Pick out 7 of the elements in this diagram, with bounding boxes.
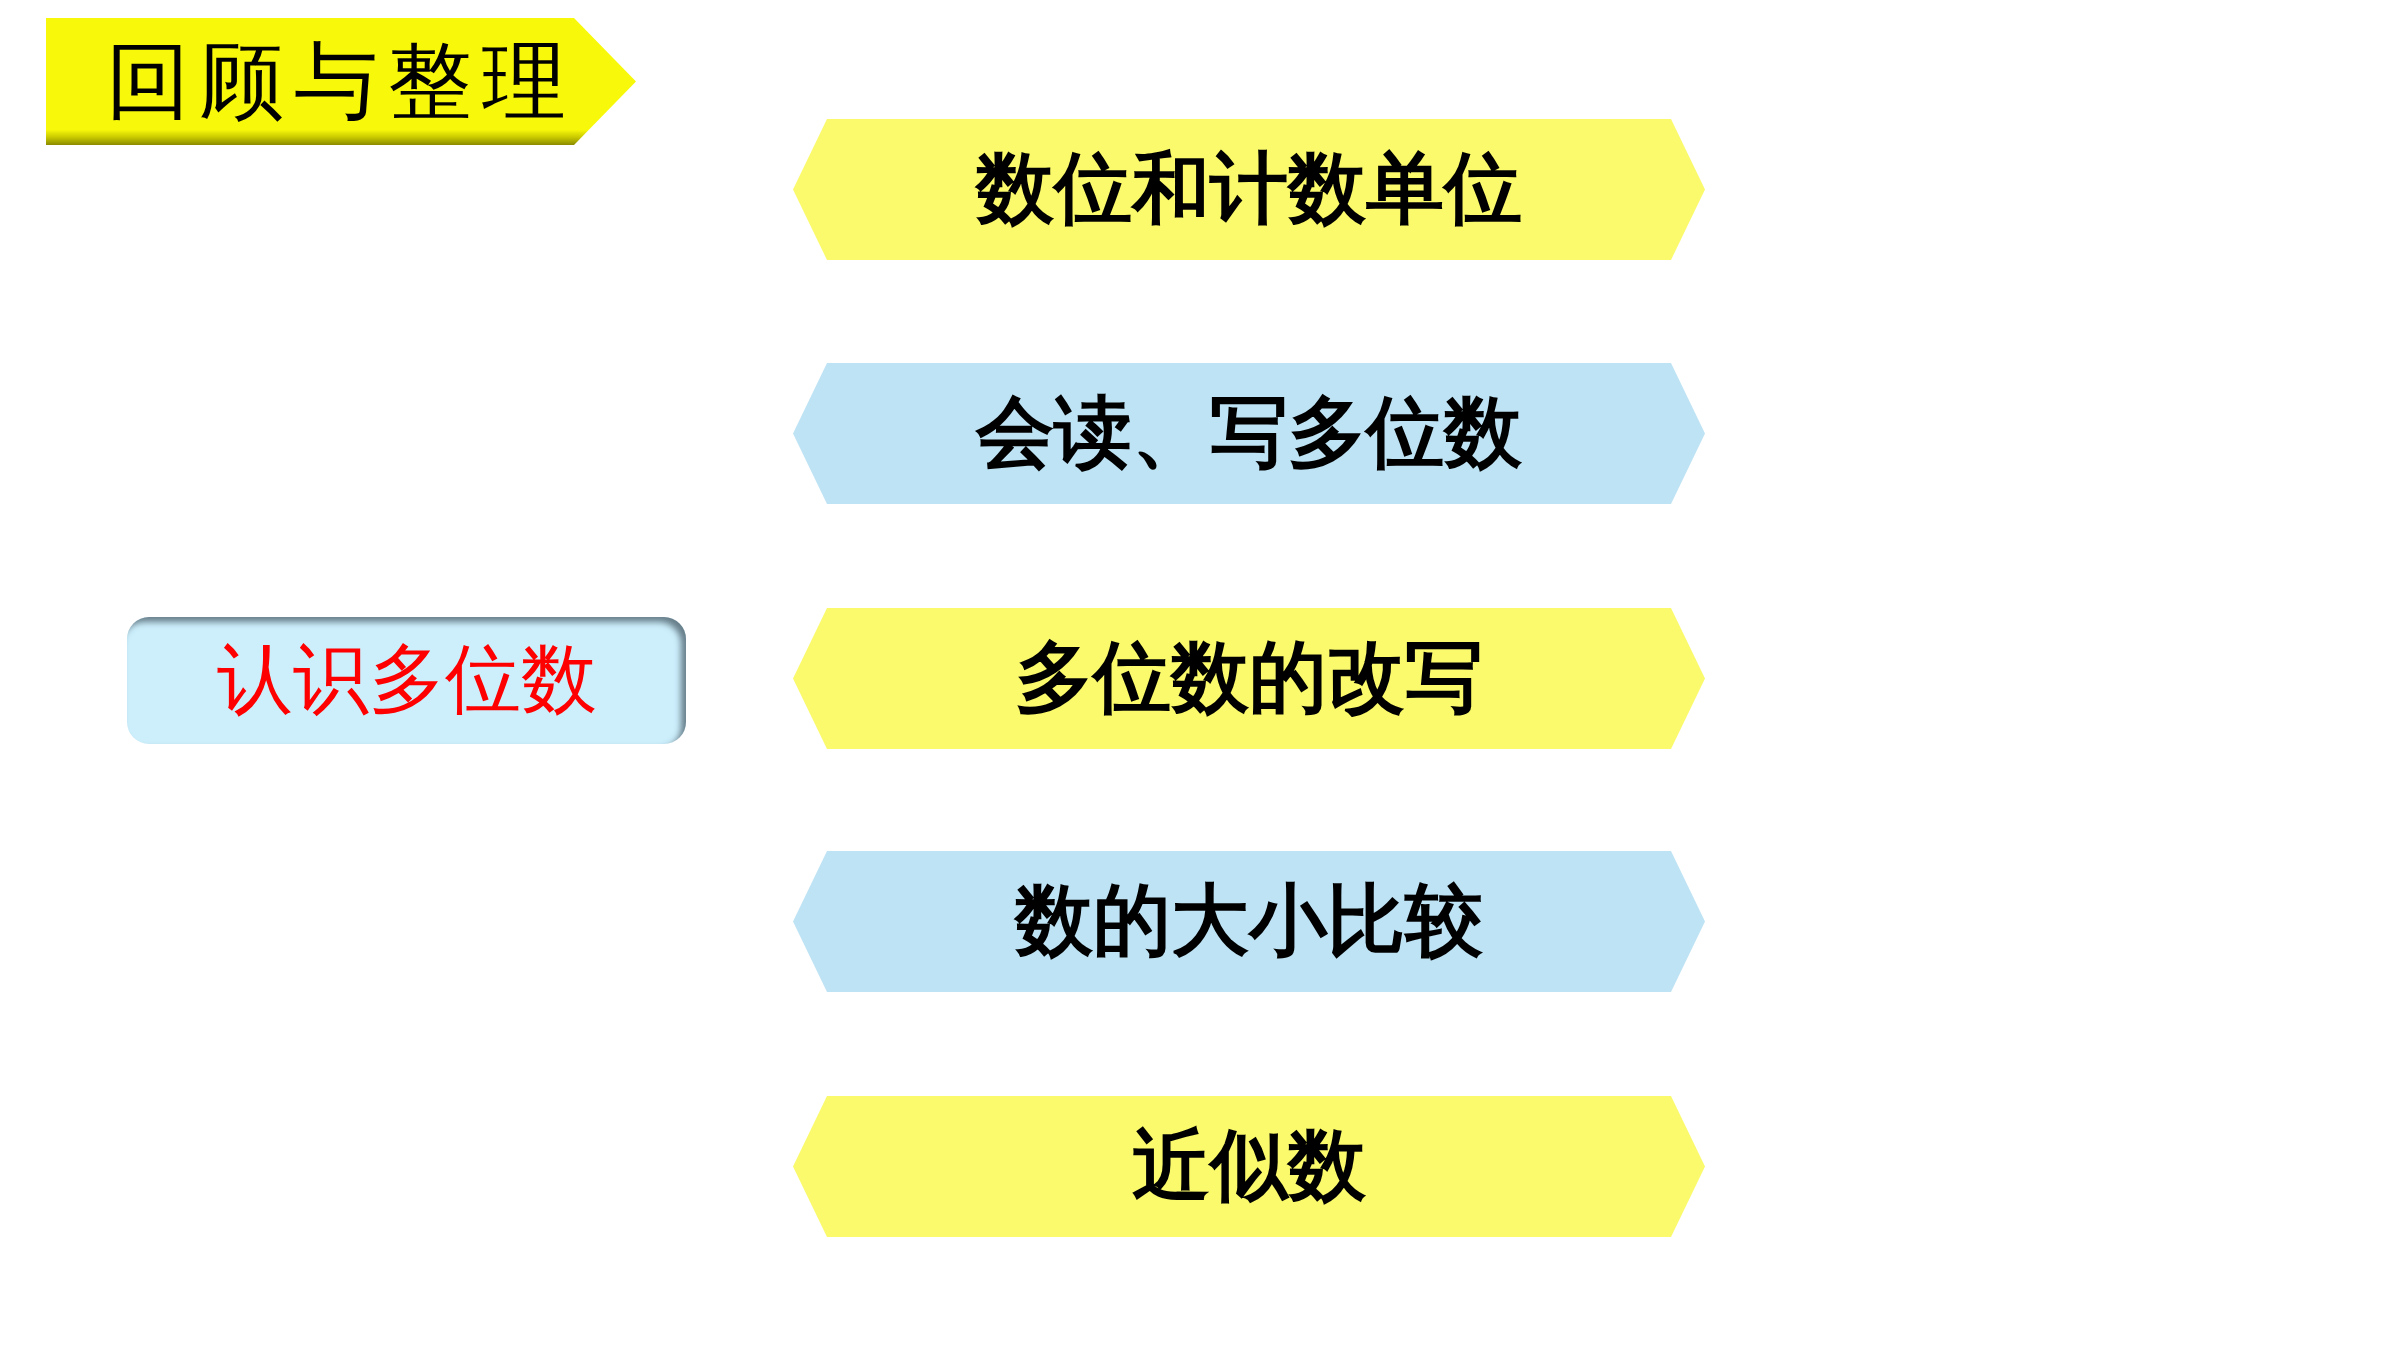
topic-banner: 数的大小比较 [793, 851, 1705, 992]
topic-banner: 近似数 [793, 1096, 1705, 1237]
topic-banner: 多位数的改写 [793, 608, 1705, 749]
title-banner: 回顾与整理 [46, 18, 636, 145]
topic-card: 认识多位数 [127, 617, 686, 744]
topic-banner: 数位和计数单位 [793, 119, 1705, 260]
topic-banner: 会读、写多位数 [793, 363, 1705, 504]
